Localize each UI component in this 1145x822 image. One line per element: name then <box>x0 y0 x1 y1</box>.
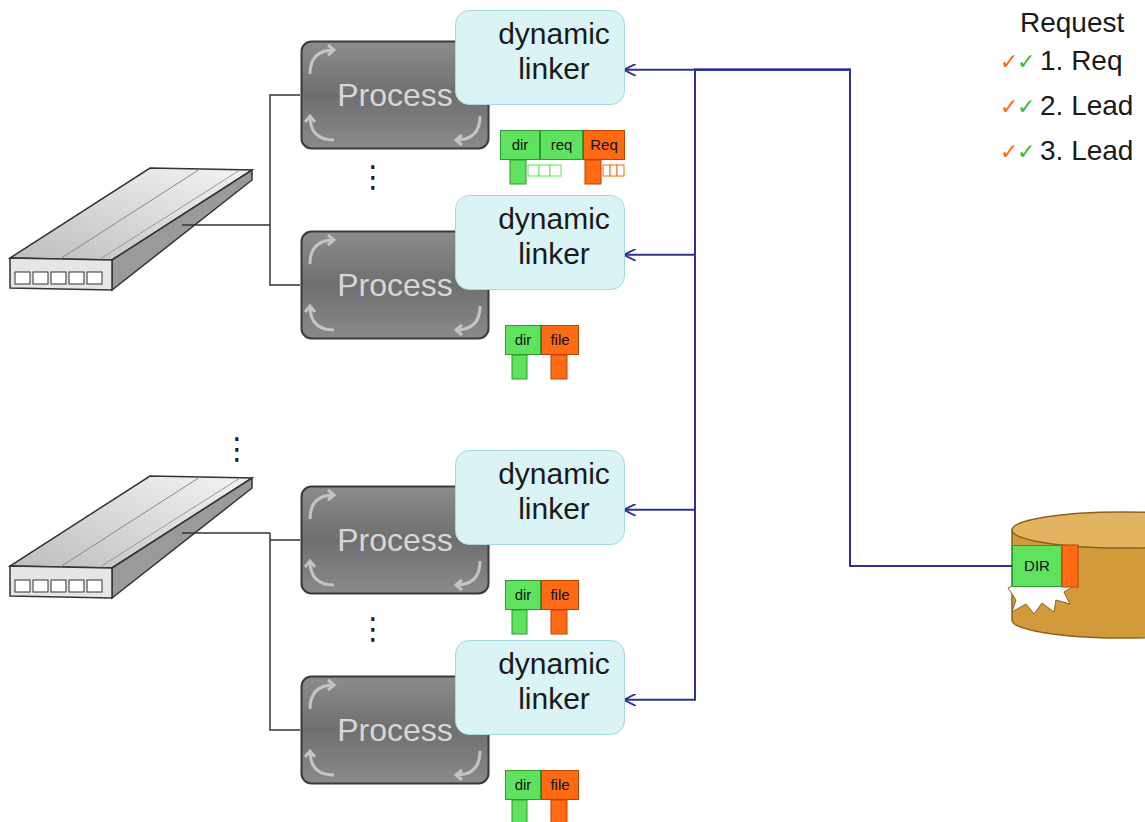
dynamic-linker-box: dynamic linker <box>455 10 625 105</box>
step-item: ✓ <box>1017 95 1035 119</box>
step-item: ✓ <box>1000 140 1018 164</box>
step-item: ✓ <box>1000 95 1018 119</box>
file-block-text: file <box>550 331 569 348</box>
connector-arrow <box>625 70 1012 700</box>
dir-store-block: DIR <box>1012 545 1062 587</box>
dynamic-linker-box-text: dynamic linker <box>490 17 618 86</box>
file-block: file <box>541 325 579 355</box>
dynamic-linker-box-text: dynamic linker <box>490 457 618 526</box>
dynamic-linker-box: dynamic linker <box>455 195 625 290</box>
ellipsis-mark: ⋮ <box>222 432 252 465</box>
disk-cylinder <box>1008 512 1145 638</box>
dir-block: dir <box>505 325 541 355</box>
dir-store-block-text: DIR <box>1024 557 1050 574</box>
connector-arrow <box>625 70 1012 566</box>
dynamic-linker-box: dynamic linker <box>455 640 625 735</box>
process-box-text: Process <box>337 77 453 114</box>
file-block: file <box>541 770 579 800</box>
bracket-wire <box>182 95 300 730</box>
file-block-text: file <box>550 776 569 793</box>
connector-arrow <box>625 70 1012 566</box>
server-blade <box>10 476 252 598</box>
ellipsis-mark: ⋮ <box>358 160 388 193</box>
dir-block-text: dir <box>515 331 532 348</box>
dir-block-text: req <box>551 136 573 153</box>
dir-block-text: dir <box>515 776 532 793</box>
file-block-text: Req <box>590 136 618 153</box>
dir-block: dir <box>505 580 541 610</box>
process-box-text: Process <box>337 267 453 304</box>
process-box-text: Process <box>337 522 453 559</box>
dynamic-linker-box-text: dynamic linker <box>490 647 618 716</box>
step-item: 2. Lead <box>1040 91 1133 122</box>
file-block: file <box>541 580 579 610</box>
dir-block: dir <box>505 770 541 800</box>
step-item: ✓ <box>1017 140 1035 164</box>
dir-block: req <box>540 130 583 160</box>
server-blade <box>10 168 252 290</box>
process-box-text: Process <box>337 712 453 749</box>
step-item: ✓ <box>1000 50 1018 74</box>
connector-arrow <box>625 70 1012 566</box>
dynamic-linker-box: dynamic linker <box>455 450 625 545</box>
step-heading: Request <box>1020 8 1124 39</box>
step-item: 3. Lead <box>1040 136 1133 167</box>
dir-block: dir <box>500 130 540 160</box>
file-block-text: file <box>550 586 569 603</box>
step-item: ✓ <box>1017 50 1035 74</box>
dynamic-linker-box-text: dynamic linker <box>490 202 618 271</box>
file-block: Req <box>583 130 625 160</box>
dir-block-text: dir <box>515 586 532 603</box>
step-item: 1. Req <box>1040 46 1123 77</box>
ellipsis-mark: ⋮ <box>358 612 388 645</box>
dir-block-text: dir <box>512 136 529 153</box>
